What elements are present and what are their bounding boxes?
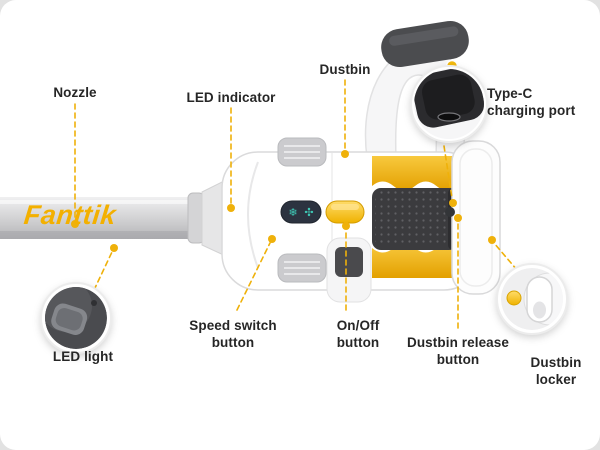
dot-on-off <box>342 222 350 230</box>
led-light-label: LED light <box>52 349 114 364</box>
brand-logo: Fanttik <box>22 200 118 230</box>
dustbin-release-button-label: Dustbin release button <box>406 335 510 367</box>
lower-housing-pad <box>335 247 363 277</box>
extension-tube <box>0 192 212 244</box>
snowflake-mode-icon: ❄ <box>288 206 297 219</box>
fan-mode-icon: ✣ <box>304 206 313 219</box>
leader-type-c <box>443 145 453 199</box>
dot-dustbin-release <box>454 214 462 222</box>
led-indicator-label: LED indicator <box>186 90 276 105</box>
dot-dustbin <box>341 150 349 158</box>
speed-switch-button-label: Speed switch button <box>189 318 277 350</box>
grille-pad-top <box>277 137 327 167</box>
charging-port-graphic <box>445 207 455 217</box>
motor-end-cap <box>451 140 501 295</box>
on-off-button-graphic <box>325 200 365 224</box>
on-off-button-label: On/Off button <box>336 318 380 350</box>
led-light-inset <box>40 282 112 354</box>
dot-dustbin-locker <box>488 236 496 244</box>
dot-led-indicator <box>227 204 235 212</box>
dustbin-filter <box>372 188 458 250</box>
dustbin-locker-inset <box>496 263 568 335</box>
leader-speed-switch <box>236 242 271 311</box>
cyclone-top-gold <box>372 156 458 191</box>
callout-dots <box>71 150 496 252</box>
body-seam-front <box>247 161 259 269</box>
vacuum-illustration: ❄ ✣ <box>0 20 501 303</box>
nozzle-label: Nozzle <box>53 85 97 100</box>
handle-grip <box>381 20 469 68</box>
dot-led-light <box>110 244 118 252</box>
dustbin-locker-label: Dustbin locker <box>530 355 582 387</box>
leader-led-light <box>93 251 113 291</box>
dustbin-label: Dustbin <box>319 62 371 77</box>
dot-type-c <box>449 199 457 207</box>
led-indicator-display: ❄ ✣ <box>280 200 322 224</box>
dot-speed-switch <box>268 235 276 243</box>
dot-nozzle <box>71 220 79 228</box>
grille-pad-bottom <box>277 253 327 283</box>
leader-dustbin-locker <box>493 242 518 271</box>
cyclone-bottom-gold <box>372 243 458 278</box>
type-c-charging-port-label: Type-C charging port <box>487 86 576 118</box>
type-c-port-inset <box>410 65 488 143</box>
leader-lines <box>74 79 518 329</box>
